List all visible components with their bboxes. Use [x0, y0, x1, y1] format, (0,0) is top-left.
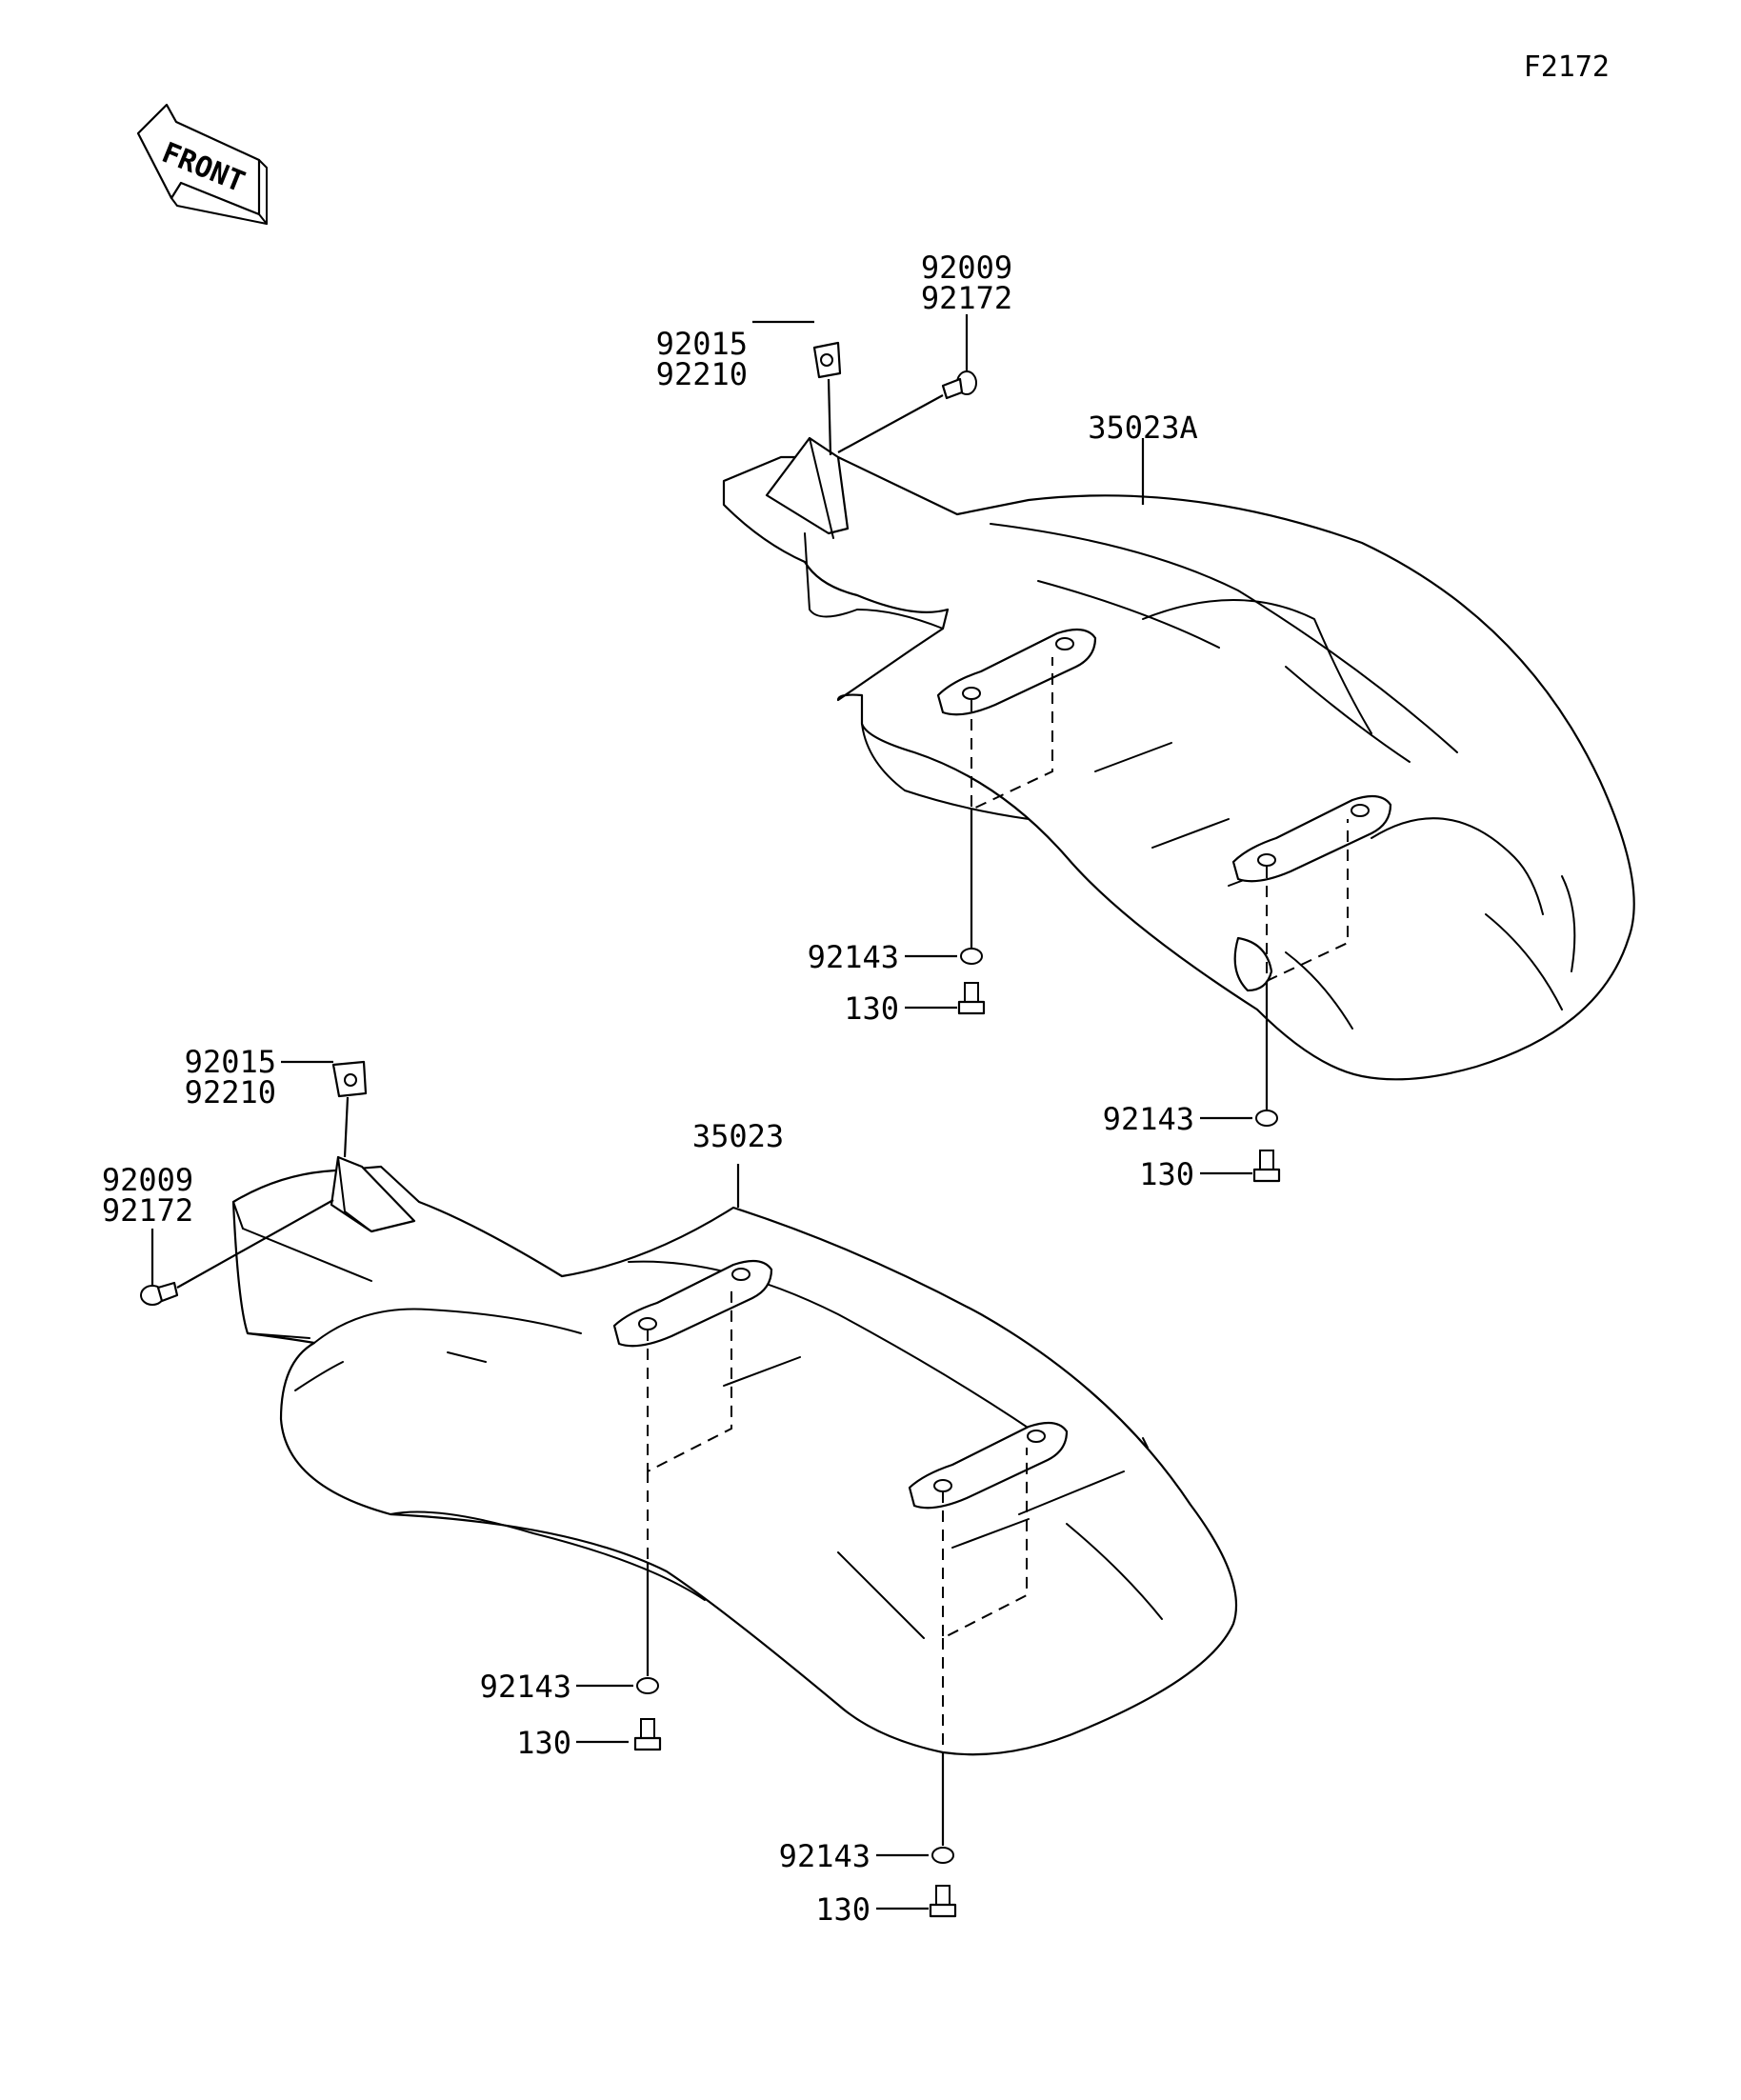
screw-icon	[140, 1281, 179, 1306]
clip-nut-icon	[812, 341, 842, 379]
lower-clip-label-2: 92210	[185, 1074, 276, 1110]
lower-screw-label-2: 92172	[102, 1192, 193, 1229]
lower-part-label: 35023	[692, 1118, 784, 1154]
washer-icon	[636, 1677, 659, 1694]
upper-bolt-left-label: 130	[844, 990, 899, 1027]
clip-nut-icon	[331, 1060, 368, 1098]
lower-fender	[231, 1155, 1238, 1756]
screw-icon	[941, 370, 977, 400]
bolt-icon	[929, 1885, 957, 1918]
washer-icon	[960, 948, 983, 965]
lower-bolt-left-label: 130	[516, 1725, 571, 1761]
front-arrow-icon: FRONT	[136, 103, 268, 225]
lower-clip-label-1: 92015	[185, 1044, 276, 1080]
upper-clip-label-1: 92015	[656, 326, 748, 362]
upper-part-label: 35023A	[1088, 410, 1198, 446]
upper-washer-right-label: 92143	[1103, 1101, 1194, 1137]
lower-washer-right-label: 92143	[779, 1838, 870, 1874]
figure-id: F2172	[1524, 50, 1610, 84]
bolt-icon	[633, 1718, 662, 1751]
upper-fender	[722, 436, 1635, 1095]
upper-screw-label-1: 92009	[921, 250, 1012, 286]
upper-screw-label-2: 92172	[921, 280, 1012, 316]
washer-icon	[1255, 1110, 1278, 1127]
bolt-icon	[1252, 1150, 1281, 1183]
lower-bolt-right-label: 130	[815, 1891, 870, 1928]
upper-clip-label-2: 92210	[656, 356, 748, 392]
upper-washer-left-label: 92143	[808, 939, 899, 975]
upper-bolt-right-label: 130	[1139, 1156, 1194, 1192]
bolt-icon	[957, 982, 986, 1015]
washer-icon	[931, 1847, 954, 1864]
lower-screw-label-1: 92009	[102, 1162, 193, 1198]
lower-washer-left-label: 92143	[480, 1669, 571, 1705]
